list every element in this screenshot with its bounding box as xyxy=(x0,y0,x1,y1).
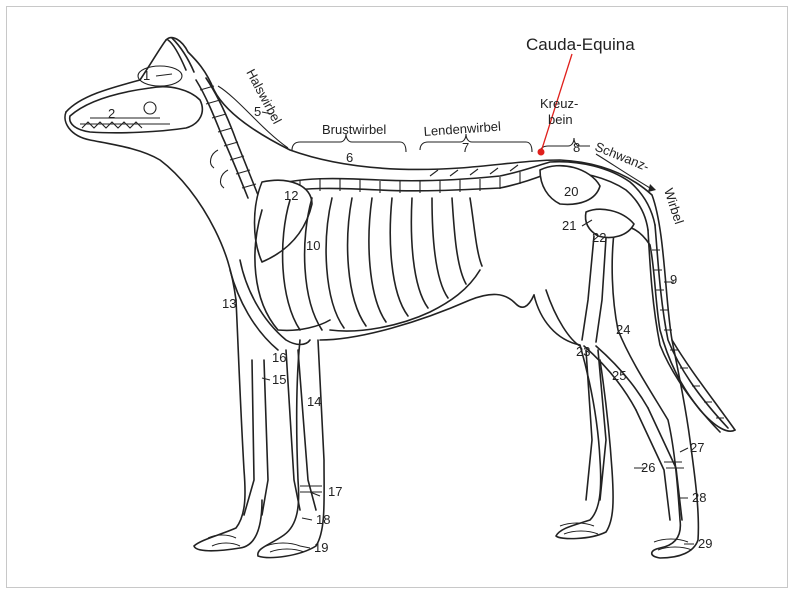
region-label-kreuz: Kreuz- xyxy=(540,96,578,111)
region-label-brustwirbel: Brustwirbel xyxy=(322,122,386,137)
bone-label-17: 17 xyxy=(328,484,342,499)
bone-label-9: 9 xyxy=(670,272,677,287)
bone-label-10: 10 xyxy=(306,238,320,253)
bone-label-22: 22 xyxy=(592,230,606,245)
bone-label-2: 2 xyxy=(108,106,115,121)
bone-label-8: 8 xyxy=(573,140,580,155)
bone-label-13: 13 xyxy=(222,296,236,311)
spine xyxy=(262,162,728,432)
bone-label-14: 14 xyxy=(307,394,321,409)
bone-label-16: 16 xyxy=(272,350,286,365)
bone-number-labels: 1 2 5 6 7 8 9 10 12 13 14 15 16 17 18 19… xyxy=(108,68,712,555)
bone-label-18: 18 xyxy=(316,512,330,527)
bone-label-28: 28 xyxy=(692,490,706,505)
region-label-bein: bein xyxy=(548,112,573,127)
cauda-equina-marker xyxy=(538,149,545,156)
bone-label-1: 1 xyxy=(143,68,150,83)
region-label-halswirbel: Halswirbel xyxy=(243,66,284,126)
skull xyxy=(70,38,203,133)
bone-label-5: 5 xyxy=(254,104,261,119)
bone-label-7: 7 xyxy=(462,140,469,155)
cervical-vertebrae xyxy=(196,78,260,200)
bone-label-23: 23 xyxy=(576,344,590,359)
bone-label-29: 29 xyxy=(698,536,712,551)
bone-label-15: 15 xyxy=(272,372,286,387)
cauda-equina-label: Cauda-Equina xyxy=(526,35,635,54)
bone-label-19: 19 xyxy=(314,540,328,555)
bone-label-21: 21 xyxy=(562,218,576,233)
bone-label-25: 25 xyxy=(612,368,626,383)
bone-label-12: 12 xyxy=(284,188,298,203)
bone-label-27: 27 xyxy=(690,440,704,455)
bone-label-24: 24 xyxy=(616,322,630,337)
region-label-wirbel: Wirbel xyxy=(661,186,687,226)
dog-body-outline xyxy=(65,38,735,558)
region-label-lendenwirbel: Lendenwirbel xyxy=(423,119,501,139)
bone-label-6: 6 xyxy=(346,150,353,165)
bone-label-20: 20 xyxy=(564,184,578,199)
